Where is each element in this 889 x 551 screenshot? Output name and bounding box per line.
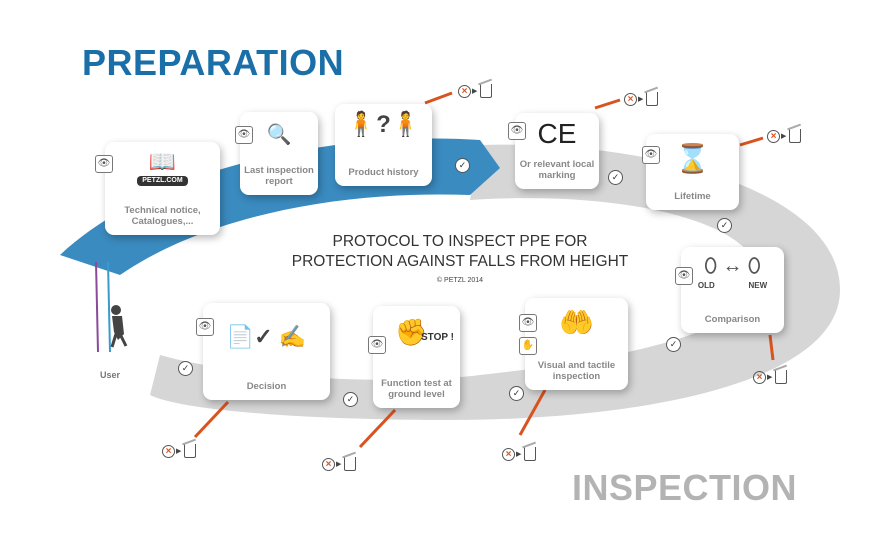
preparation-title: PREPARATION: [82, 42, 345, 83]
check-icon: ✓: [717, 218, 732, 233]
step-decision: 📄✓ ✍ Decision: [203, 303, 330, 400]
eye-check-icon: 👁: [368, 336, 386, 354]
step-last-inspection: 🔍 Last inspection report: [240, 112, 318, 195]
protocol-line-1: PROTOCOL TO INSPECT PPE FOR: [332, 233, 588, 250]
step-label: Last inspection report: [244, 165, 314, 187]
check-icon: ✓: [608, 170, 623, 185]
report-magnifier-icon: 🔍: [266, 124, 292, 146]
step-label: Product history: [348, 167, 419, 178]
ce-mark: CE: [537, 118, 577, 149]
step-label: Lifetime: [674, 191, 711, 202]
eye-check-icon: 👁: [196, 318, 214, 336]
petzl-badge: PETZL.COM: [137, 176, 188, 186]
eye-check-icon: 👁: [235, 126, 253, 144]
reject-discard-icon: ×▶: [502, 447, 537, 461]
reject-discard-icon: ×▶: [458, 84, 493, 98]
new-label: NEW: [748, 281, 768, 290]
step-label: Technical notice, Catalogues,...: [124, 205, 201, 227]
people-question-icon: 🧍?🧍: [346, 111, 421, 138]
step-label: Decision: [246, 381, 287, 392]
step-label: Or relevant local marking: [519, 159, 595, 181]
check-icon: ✓: [455, 158, 470, 173]
step-label: Visual and tactile inspection: [537, 360, 616, 382]
copyright: © PETZL 2014: [436, 277, 484, 284]
step-label: Function test at ground level: [381, 378, 452, 400]
documents-icon: 📄✓ ✍: [226, 324, 307, 349]
check-icon: ✓: [666, 337, 681, 352]
eye-check-icon: 👁: [675, 267, 693, 285]
book-info-icon: 📖: [148, 149, 177, 174]
user-label: User: [100, 370, 121, 380]
inspection-title: INSPECTION: [572, 467, 798, 508]
hand-touch-icon: ✋: [519, 337, 537, 355]
carabiners-icon: ⬯ ↔ ⬯: [704, 255, 761, 277]
inspection-ring: [150, 144, 840, 420]
eye-check-icon: 👁: [519, 314, 537, 332]
eye-check-icon: 👁: [642, 146, 660, 164]
reject-discard-icon: ×▶: [322, 457, 357, 471]
check-icon: ✓: [178, 361, 193, 376]
step-label: Comparison: [704, 314, 761, 325]
hourglass-icon: ⌛: [675, 143, 710, 174]
reject-discard-icon: ×▶: [162, 444, 197, 458]
eye-check-icon: 👁: [508, 122, 526, 140]
climber-user-icon: [95, 262, 128, 353]
protocol-line-2: PROTECTION AGAINST FALLS FROM HEIGHT: [291, 253, 629, 270]
step-technical-notice: 📖 PETZL.COM Technical notice, Catalogues…: [105, 142, 220, 235]
stop-label: STOP !: [421, 332, 454, 343]
check-icon: ✓: [509, 386, 524, 401]
step-visual-tactile: 🤲 Visual and tactile inspection: [525, 298, 628, 390]
step-lifetime: ⌛ Lifetime: [646, 134, 739, 210]
reject-discard-icon: ×▶: [753, 370, 788, 384]
check-icon: ✓: [343, 392, 358, 407]
step-ce-marking: CE Or relevant local marking: [515, 113, 599, 189]
reject-arrows: [193, 91, 775, 449]
hands-rope-icon: 🤲: [559, 307, 594, 338]
old-label: OLD: [697, 281, 715, 290]
step-function-test: ✊ STOP ! Function test at ground level: [373, 306, 460, 408]
device-hand-icon: ✊: [395, 317, 428, 347]
eye-check-icon: 👁: [95, 155, 113, 173]
step-product-history: 🧍?🧍 Product history: [335, 104, 432, 186]
reject-discard-icon: ×▶: [624, 92, 659, 106]
reject-discard-icon: ×▶: [767, 129, 802, 143]
step-comparison: ⬯ ↔ ⬯ OLD NEW Comparison: [681, 247, 784, 333]
